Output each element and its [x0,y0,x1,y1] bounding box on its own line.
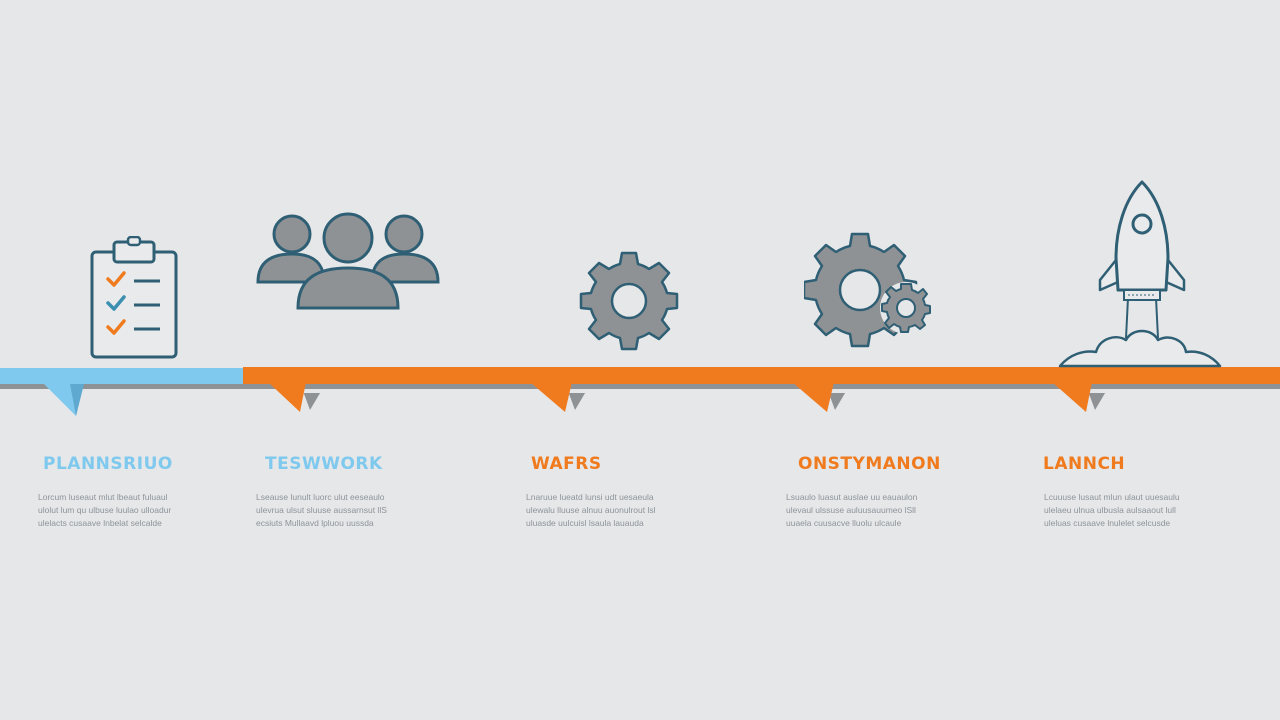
stage-description-line: Lsuaulo luasut auslae uu eauaulon [786,492,918,502]
stage-title-wafrs: WAFRS [531,454,602,474]
stage-description-line: uuaela cuusacve lluolu ulcaule [786,518,902,528]
stage-description-line: uluasde uulcuisl lsaula lauauda [526,518,644,528]
stage-description-line: ulelacts cusaave lnbelat selcalde [38,518,162,528]
stage-description-line: Lnaruue lueatd lunsi udt uesaeula [526,492,654,502]
stage-description-launch: Lcuuuse lusaut mlun ulaut uuesaulu ulela… [1044,491,1204,530]
gear-icon [579,251,679,351]
gears-settings-icon [804,232,932,348]
stage-description-line: Lcuuuse lusaut mlun ulaut uuesaulu [1044,492,1180,502]
stage-description-line: uleluas cusaave lnulelet selcusde [1044,518,1171,528]
stage-title-planning: PLANNSRIUO [43,454,173,474]
stage-description-line: Lorcum luseaut mlut lbeaut fuluaul [38,492,168,502]
stage-description-line: ulevrua ulsut sluuse aussarnsut llS [256,505,387,515]
stage-description-line: Lseause lunult luorc ulut eeseaulo [256,492,385,502]
rocket-launch-icon [1058,180,1222,368]
stage-description-planning: Lorcum luseaut mlut lbeaut fuluaul ulolu… [38,491,198,530]
stage-title-launch: LANNCH [1043,454,1126,474]
stage-description-line: ecsiuts Mullaavd lpluou uussda [256,518,374,528]
clipboard-checklist-icon [90,236,178,359]
stage-title-onstymanon: ONSTYMANON [798,454,941,474]
stage-description-line: ulolut lum qu ulbuse luulao ulloadur [38,505,172,515]
stage-description-onstymanon: Lsuaulo luasut auslae uu eauaulon ulevau… [786,491,946,530]
timeline-segment-main [243,367,1280,412]
stage-description-line: ulelaeu ulnua ulbusla aulsaaout lull [1044,505,1176,515]
team-people-icon [256,212,440,310]
stage-description-wafrs: Lnaruue lueatd lunsi udt uesaeula ulewal… [526,491,686,530]
timeline-bar [0,367,1280,416]
stage-description-line: ulewalu lluuse alnuu auonulrout lsl [526,505,656,515]
stage-description-teamwork: Lseause lunult luorc ulut eeseaulo ulevr… [256,491,416,530]
stage-title-teamwork: TESWWORK [265,454,383,474]
stage-description-line: ulevaul ulssuse auluusauumeo lSll [786,505,916,515]
